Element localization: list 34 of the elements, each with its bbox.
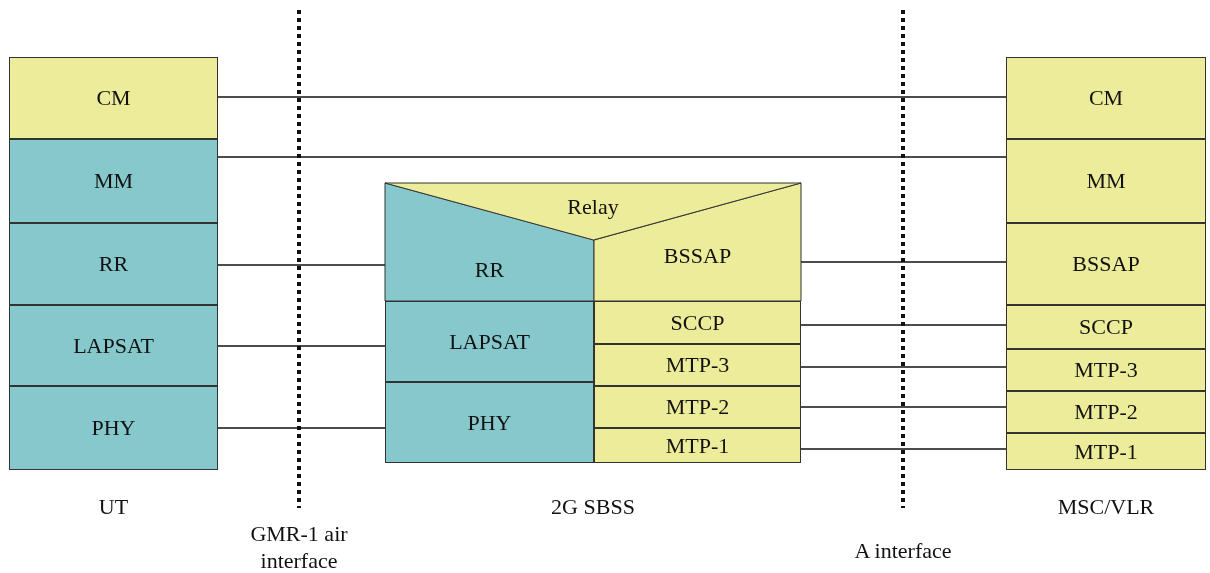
- connector-line: [217, 264, 386, 266]
- stack-label: UT: [98, 494, 129, 520]
- protocol-layer: PHY: [9, 386, 218, 470]
- protocol-layer: MTP-2: [1006, 391, 1206, 433]
- protocol-layer: BSSAP: [1006, 223, 1206, 305]
- protocol-layer: MTP-3: [1006, 349, 1206, 391]
- protocol-layer: CM: [1006, 57, 1206, 139]
- connector-line: [800, 261, 1007, 263]
- protocol-layer: MM: [1006, 139, 1206, 223]
- connector-line: [800, 406, 1007, 408]
- connector-line: [217, 427, 386, 429]
- protocol-layer: MTP-1: [594, 428, 801, 463]
- stack-label: MSC/VLR: [1057, 494, 1155, 520]
- protocol-layer: LAPSAT: [385, 301, 594, 382]
- protocol-layer: MTP-2: [594, 386, 801, 428]
- stack-label: 2G SBSS: [551, 494, 635, 520]
- protocol-layer: MTP-3: [594, 344, 801, 386]
- connector-line: [800, 324, 1007, 326]
- connector-line: [217, 156, 1007, 158]
- layer-label: Relay: [567, 194, 619, 220]
- protocol-layer: MTP-1: [1006, 433, 1206, 470]
- protocol-layer: MM: [9, 139, 218, 223]
- protocol-layer: SCCP: [594, 301, 801, 344]
- layer-label: BSSAP: [663, 243, 732, 269]
- protocol-layer: PHY: [385, 382, 594, 463]
- layer-label: RR: [474, 257, 505, 283]
- protocol-layer: CM: [9, 57, 218, 139]
- protocol-layer: LAPSAT: [9, 305, 218, 386]
- protocol-layer: SCCP: [1006, 305, 1206, 349]
- connector-line: [800, 448, 1007, 450]
- connector-line: [217, 345, 386, 347]
- protocol-layer: RR: [9, 223, 218, 305]
- connector-line: [217, 96, 1007, 98]
- connector-line: [800, 366, 1007, 368]
